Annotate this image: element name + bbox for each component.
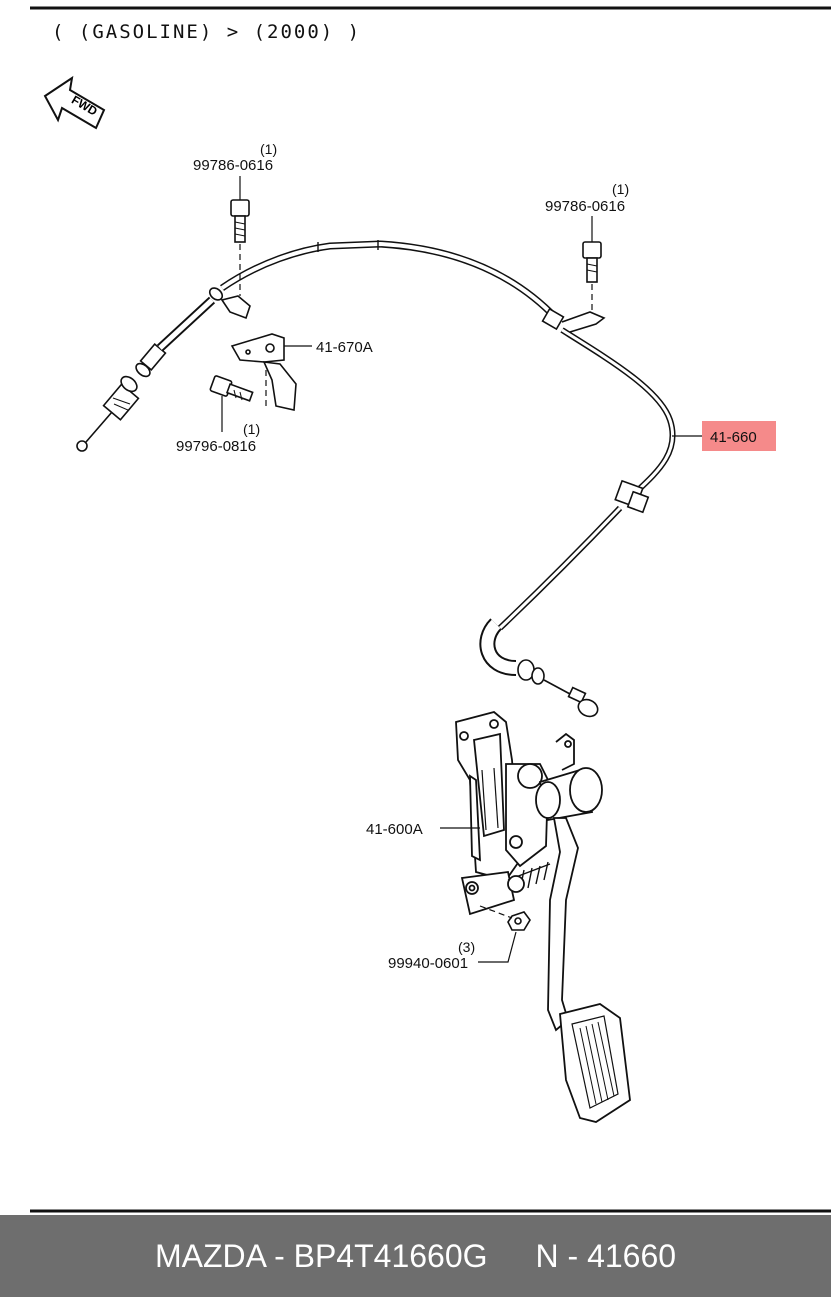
bolt-top-left-icon (230, 176, 250, 243)
cable-clip-bracket (220, 295, 251, 320)
callout-qty-bolt-top-right: (1) (612, 181, 629, 197)
callout-qty-bolt-top-left: (1) (260, 141, 277, 157)
footer-bar: MAZDA - BP4T41660G N - 41660 (0, 1215, 831, 1297)
pedal-assembly-part (455, 711, 631, 1123)
callout-part-bolt-top-right: 99786-0616 (545, 198, 625, 215)
throttle-cable (76, 240, 676, 718)
parts-diagram: ( (GASOLINE) > (2000) ) FWD (30, 6, 831, 1213)
bolt-lower-icon (209, 375, 254, 402)
leader-dash-4 (479, 905, 513, 919)
header-condition: ( (GASOLINE) > (2000) ) (52, 21, 361, 43)
bracket-41-670A-part (230, 333, 297, 411)
callout-qty-bolt-lower: (1) (243, 421, 260, 437)
callout-part-cable: 41-660 (710, 429, 757, 446)
leader-nut (478, 931, 517, 963)
callout-part-bolt-top-left: 99786-0616 (193, 157, 273, 174)
footer-brand-part: MAZDA - BP4T41660G (154, 1237, 488, 1274)
bolt-top-right-icon (582, 216, 602, 283)
footer-ref: N - 41660 (535, 1237, 677, 1274)
cable-highlight-box (702, 421, 776, 451)
callout-part-bracket: 41-670A (316, 339, 373, 356)
cable-end-ball (76, 440, 88, 452)
callout-part-bolt-lower: 99796-0816 (176, 438, 256, 455)
callout-qty-nut: (3) (458, 939, 475, 955)
fwd-arrow-icon: FWD (43, 75, 106, 130)
callout-part-nut: 99940-0601 (388, 955, 468, 972)
nut-icon (507, 911, 531, 931)
callout-part-pedal-assembly: 41-600A (366, 821, 423, 838)
